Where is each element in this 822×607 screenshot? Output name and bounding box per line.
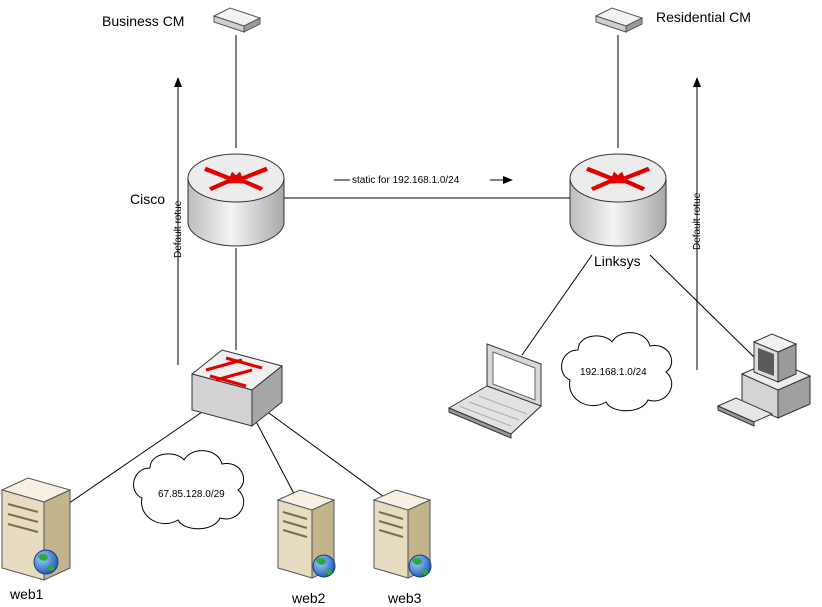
web3-label: web3 bbox=[387, 590, 422, 606]
link-linksys-laptop bbox=[521, 254, 593, 356]
web1-label: web1 bbox=[9, 586, 44, 602]
connections bbox=[61, 35, 756, 509]
link-switch-web2 bbox=[249, 409, 301, 506]
server-icon bbox=[0, 477, 72, 581]
static-route: static for 192.168.1.0/24 bbox=[334, 172, 513, 186]
default-route-left-label: Default rotue bbox=[173, 200, 184, 258]
desktop-icon bbox=[716, 333, 812, 427]
dmz-network-label: 67.85.128.0/29 bbox=[158, 489, 225, 500]
cloud-icon bbox=[133, 450, 245, 530]
router-icon bbox=[187, 153, 285, 247]
static-route-label: static for 192.168.1.0/24 bbox=[352, 175, 460, 186]
default-route-left: Default rotue bbox=[173, 77, 184, 365]
laptop-icon bbox=[447, 343, 542, 439]
business-cm-label: Business CM bbox=[102, 13, 184, 29]
web2-label: web2 bbox=[291, 590, 326, 606]
modem-icon bbox=[594, 7, 644, 33]
server-icon bbox=[372, 489, 432, 579]
default-route-right: Default rotue bbox=[692, 77, 703, 370]
switch-icon bbox=[190, 349, 284, 428]
server-icon bbox=[276, 489, 336, 579]
link-switch-web3 bbox=[261, 407, 396, 506]
link-linksys-desktop bbox=[649, 254, 756, 359]
lan-network-label: 192.168.1.0/24 bbox=[580, 367, 647, 378]
default-route-right-label: Default rotue bbox=[692, 192, 703, 250]
cisco-label: Cisco bbox=[130, 191, 165, 207]
residential-cm-label: Residential CM bbox=[656, 9, 751, 25]
router-icon bbox=[569, 153, 667, 247]
linksys-label: Linksys bbox=[594, 253, 641, 269]
link-switch-web1 bbox=[61, 409, 206, 509]
cloud-icon bbox=[561, 332, 673, 412]
modem-icon bbox=[212, 7, 262, 33]
